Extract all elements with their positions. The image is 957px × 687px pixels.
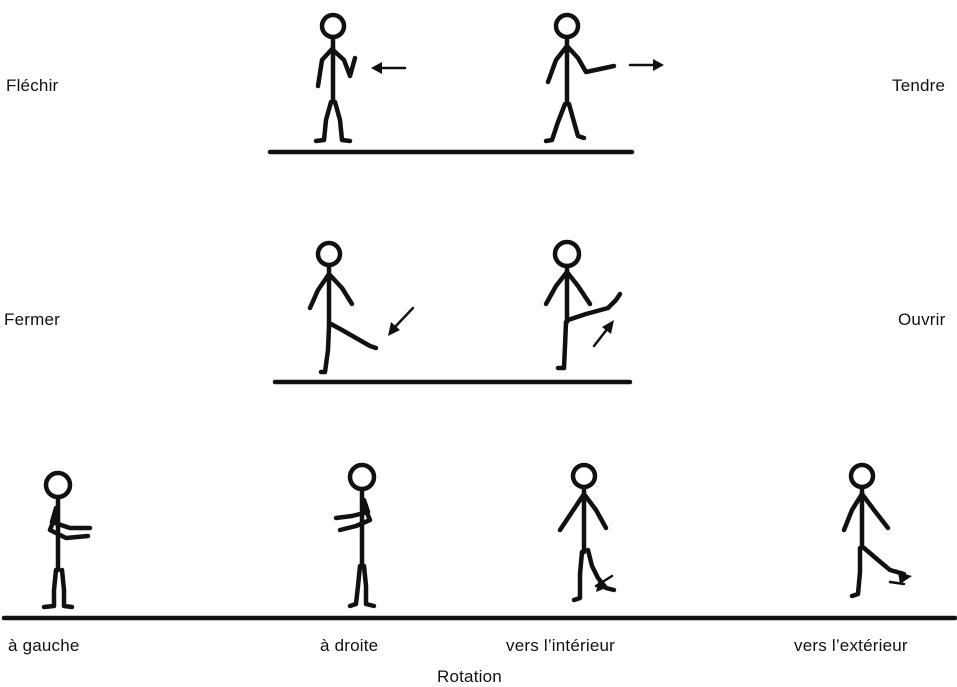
figure-fermer xyxy=(310,243,376,372)
figure-ouvrir xyxy=(546,242,620,368)
arrow-diagonal-fermer xyxy=(388,308,413,336)
arrow-diagonal-ouvrir xyxy=(594,320,614,346)
figure-flechir xyxy=(316,15,355,141)
figure-a-droite xyxy=(336,465,374,606)
arrow-right-tendre xyxy=(630,59,664,71)
figure-a-gauche xyxy=(44,473,90,607)
figure-vers-exterieur xyxy=(844,465,912,596)
figure-vers-interieur xyxy=(560,465,614,600)
arrow-left-flechir xyxy=(371,62,405,74)
figure-tendre xyxy=(546,15,614,141)
